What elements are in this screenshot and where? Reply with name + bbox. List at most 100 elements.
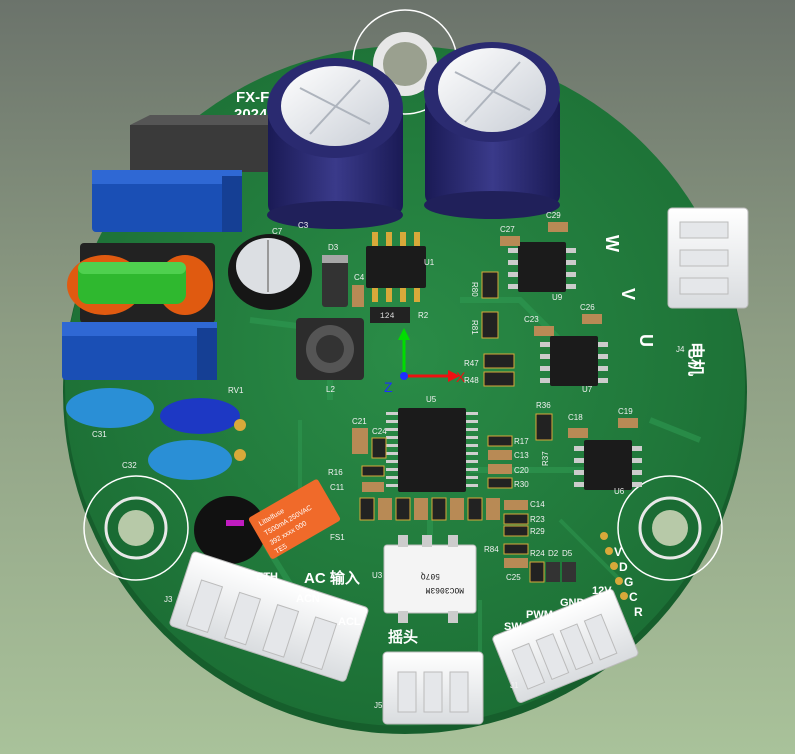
ref-c3: C3 <box>298 221 309 230</box>
film-capacitor-bottom <box>62 322 217 380</box>
resistor-r80: R80 <box>470 271 499 299</box>
thermistor <box>194 496 266 564</box>
label-swing: 摇头 <box>388 628 418 646</box>
capacitor-c23: C23 <box>524 315 554 336</box>
ref-c19: C19 <box>618 407 633 416</box>
ref-c29: C29 <box>546 211 561 220</box>
film-capacitor-top <box>92 170 242 232</box>
ref-j5: J5 <box>374 701 383 710</box>
ref-c24: C24 <box>372 427 387 436</box>
capacitor-c27: C27 <box>500 225 520 246</box>
ref-u1: U1 <box>424 258 435 267</box>
capacitor-c19: C19 <box>618 407 638 428</box>
ref-c13: C13 <box>514 451 529 460</box>
ref-c23: C23 <box>524 315 539 324</box>
capacitor-c24: C24 <box>371 427 387 459</box>
ref-d5: D5 <box>562 549 573 558</box>
opto-mark: MOC3063M <box>425 585 464 594</box>
board-title-line1: FX-F <box>236 89 269 106</box>
ref-r17: R17 <box>514 437 529 446</box>
capacitor-c21: C21 <box>352 417 368 454</box>
ref-c25: C25 <box>506 573 521 582</box>
ref-d3: D3 <box>328 243 339 252</box>
ref-u7: U7 <box>582 385 593 394</box>
ref-r37: R37 <box>541 451 550 466</box>
label-phase-u: U <box>636 334 656 347</box>
ref-c32: C32 <box>122 461 137 470</box>
electrolytic-capacitor-c3: C3 <box>267 58 403 230</box>
ref-rv1: RV1 <box>228 386 244 395</box>
ref-c11: C11 <box>330 483 345 492</box>
connector-j5: J5 <box>374 651 484 725</box>
ref-r80: R80 <box>470 282 479 297</box>
ref-c27: C27 <box>500 225 515 234</box>
ref-r47: R47 <box>464 359 479 368</box>
label-eth: ETH <box>256 571 278 583</box>
label-prog-g: G <box>624 575 633 589</box>
optocoupler-u3: MOC3063M 507Q U3 <box>372 535 477 623</box>
electrolytic-capacitor-c7: C7 <box>228 227 312 310</box>
label-sw: SW <box>504 621 522 633</box>
programming-header: V D G C R <box>600 532 643 619</box>
label-phase-w: W <box>602 235 622 252</box>
ref-r48: R48 <box>464 376 479 385</box>
capacitor-c18: C18 <box>568 413 588 438</box>
label-prog-d: D <box>619 560 628 574</box>
ref-r30: R30 <box>514 480 529 489</box>
ref-c26: C26 <box>580 303 595 312</box>
ref-u9: U9 <box>552 293 563 302</box>
ref-r84: R84 <box>484 545 499 554</box>
connector-j3 <box>169 551 369 682</box>
coordinate-axes: Z X <box>384 328 466 395</box>
axis-x-label: X <box>456 369 466 385</box>
ref-l2: L2 <box>326 385 335 394</box>
fuse-fs1: Littelfuse T500mA 250VAC 392 xxxx 000 TE… <box>248 479 341 559</box>
ref-j4: J4 <box>676 345 685 354</box>
connector-j1 <box>492 588 639 703</box>
label-acn: ACN <box>296 593 320 605</box>
ref-r23: R23 <box>530 515 545 524</box>
ref-c14: C14 <box>530 500 545 509</box>
inductor-l2: L2 <box>296 318 364 394</box>
resistor-r36: R36 <box>535 401 553 441</box>
mounting-hole-right <box>617 475 723 581</box>
mcu-u5: U5 <box>386 395 478 492</box>
ref-r36: R36 <box>536 401 551 410</box>
axis-z-label: Z <box>384 379 393 395</box>
ref-r16: R16 <box>328 468 343 477</box>
resistor-r47: R47 <box>464 353 515 369</box>
label-acl: ACL <box>338 616 361 628</box>
ic-u1: U1 <box>366 232 435 302</box>
capacitor-c11: C11 <box>330 482 384 492</box>
label-motor: 电机 <box>686 342 706 376</box>
ref-c21: C21 <box>352 417 367 426</box>
ic-u7: U7 <box>540 336 608 394</box>
common-mode-choke <box>67 243 215 323</box>
varistor-rv1: RV1 C31 <box>66 386 244 439</box>
ref-u5: U5 <box>426 395 437 404</box>
ref-c4: C4 <box>354 273 365 282</box>
ref-r2: R2 <box>418 311 429 320</box>
label-prog-c: C <box>629 590 638 604</box>
ref-fs1: FS1 <box>330 533 345 542</box>
right-passives: R17 C13 C20 R30 C14 R23 R29 R84 C25 R24 … <box>484 435 576 583</box>
resistor-r48: R48 <box>464 371 515 387</box>
diode-d3: D3 <box>322 243 348 307</box>
label-prog-v: V <box>614 545 622 559</box>
label-prog-r: R <box>634 605 643 619</box>
resistor-r16: R16 <box>328 465 385 477</box>
label-ac-input: AC 输入 <box>304 569 360 587</box>
opto-code: 507Q <box>421 571 440 580</box>
electrolytic-capacitor-right <box>424 42 560 219</box>
resistor-r81: R81 <box>470 311 499 339</box>
ref-c18: C18 <box>568 413 583 422</box>
resistor-mark: 124 <box>380 312 395 321</box>
ref-r81: R81 <box>470 320 479 335</box>
mounting-hole-left <box>83 475 189 581</box>
ref-c7: C7 <box>272 227 283 236</box>
label-12v: 12V <box>592 585 612 597</box>
ref-c20: C20 <box>514 466 529 475</box>
ref-c31: C31 <box>92 430 107 439</box>
label-pwm: PWM <box>526 609 553 621</box>
